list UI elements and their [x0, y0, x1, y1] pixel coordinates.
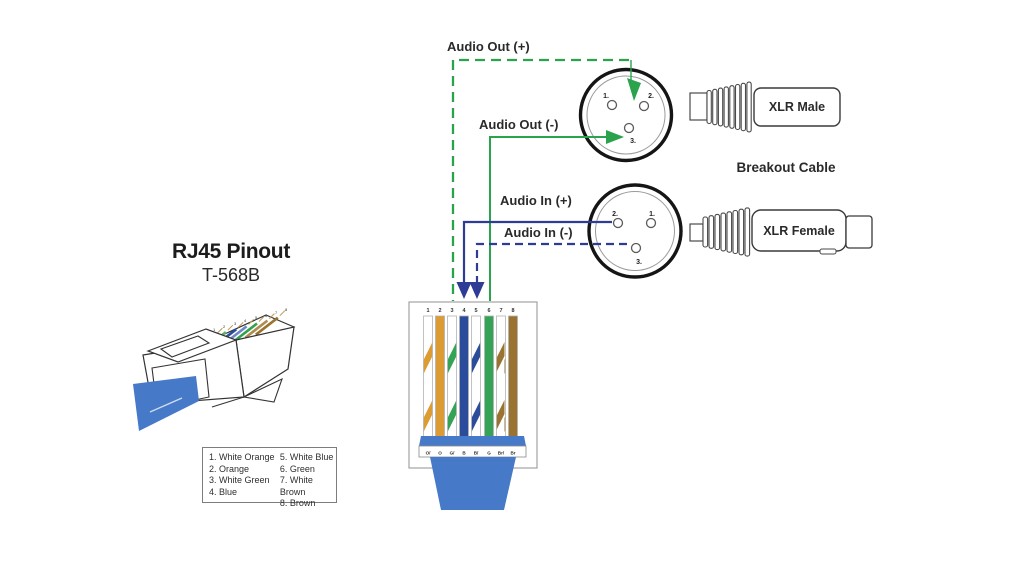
xlr-female-pin2: [612, 217, 624, 229]
xlr-female-nose: [845, 215, 873, 249]
legend-item: 1. White Orange: [209, 452, 275, 462]
plug-number-6: 6: [487, 308, 490, 314]
legend-item: 2. Orange: [209, 463, 250, 474]
abbrev-2: O: [438, 451, 442, 456]
page-title: RJ45 Pinout: [171, 240, 291, 263]
xlr-male-inner-ring: [586, 75, 666, 155]
legend-column-right: 5. White Blue 6. Green 7. White Brown 8.…: [279, 452, 334, 508]
plug-crimp-band: [419, 436, 526, 446]
svg-text:8: 8: [285, 307, 288, 312]
wire-1-white-orange: [423, 315, 433, 438]
legend-item: 3. White Green: [209, 475, 270, 486]
plug-number-4: 4: [462, 308, 466, 314]
legend-column-left: 1. White Orange 2. Orange 3. White Green…: [209, 452, 280, 502]
xlr-female-pin1-label: 1.: [649, 211, 655, 218]
xlr-male-face: 1. 2. 3.: [578, 67, 674, 163]
legend-item: 6. Green: [279, 463, 315, 474]
audio-out-minus-line: [489, 136, 608, 301]
svg-text:5: 5: [255, 315, 258, 320]
legend-item: 7. White Brown: [279, 475, 313, 497]
audio-in-minus-wire: [469, 242, 627, 299]
xlr-male-connector-drawing: [689, 81, 841, 133]
plug-number-1: 1: [426, 308, 429, 314]
abbrev-3: G/: [450, 451, 456, 456]
xlr-male-pin1: [606, 99, 618, 111]
abbrev-5: B/: [474, 451, 479, 456]
abbrev-4: B: [462, 451, 466, 456]
xlr-female-connector-drawing: [689, 207, 873, 257]
abbrev-6: G: [487, 451, 491, 456]
plug-number-2: 2: [438, 308, 441, 314]
legend-box: 1. White Orange 2. Orange 3. White Green…: [202, 447, 337, 508]
wire-2-orange: [435, 315, 445, 438]
xlr-male-label: XLR Male: [768, 100, 826, 114]
abbrev-7: Br/: [498, 451, 505, 456]
svg-text:7: 7: [275, 310, 278, 315]
title-block: RJ45 Pinout T-568B: [148, 240, 314, 286]
audio-in-minus-line: [475, 242, 627, 282]
audio-in-plus-line: [462, 220, 612, 282]
audio-in-plus-label: Audio In (+): [500, 193, 572, 208]
xlr-female-pin3: [630, 242, 642, 254]
xlr-male-body: [753, 87, 841, 127]
audio-out-plus-line: [451, 58, 629, 301]
svg-text:3: 3: [234, 321, 237, 326]
xlr-male-cable-stub: [689, 92, 708, 121]
plug-cable-boot: [430, 457, 516, 510]
plug-number-3: 3: [450, 308, 453, 314]
audio-out-plus-arrowhead: [627, 78, 641, 101]
wire-3-white-green: [447, 315, 457, 438]
xlr-female-inner-ring: [595, 191, 675, 271]
abbrev-8: Br: [510, 451, 515, 456]
rj45-plug-diagram: 1 2 3 4 5 6 7 8 O/ O G/ B B/ G Br/ Br: [408, 301, 538, 510]
xlr-female-pin3-label: 3.: [636, 259, 642, 266]
audio-out-minus-wire: [489, 130, 624, 301]
wire-7-white-brown: [496, 315, 506, 438]
breakout-cable-label: Breakout Cable: [736, 160, 836, 175]
xlr-male-pin2-label: 2.: [648, 93, 654, 100]
wire-8-brown: [508, 315, 518, 438]
svg-text:6: 6: [265, 313, 268, 318]
blue-cable: [133, 376, 199, 431]
plug-number-7: 7: [499, 308, 502, 314]
xlr-female-pin2-label: 2.: [612, 211, 618, 218]
xlr-male-pin2: [638, 100, 650, 112]
legend-item: 5. White Blue: [279, 452, 334, 462]
xlr-male-pin3-label: 3.: [630, 138, 636, 145]
audio-out-minus-label: Audio Out (-): [479, 117, 559, 132]
audio-in-plus-wire: [456, 220, 612, 299]
audio-in-plus-arrowhead: [456, 282, 472, 299]
xlr-male-pin1-label: 1.: [603, 93, 609, 100]
page-subtitle: T-568B: [201, 265, 261, 285]
xlr-female-outer-ring: [587, 183, 683, 279]
audio-out-plus-label: Audio Out (+): [447, 39, 530, 54]
rj45-3d-connector: 1 2 3 4 5 6 7 8: [133, 307, 296, 431]
svg-text:4: 4: [244, 318, 247, 323]
plug-number-8: 8: [511, 308, 514, 314]
legend-item: 4. Blue: [209, 486, 238, 497]
xlr-female-tab: [819, 248, 837, 255]
audio-out-plus-wire: [451, 58, 641, 301]
xlr-female-cable-stub: [689, 223, 704, 242]
abbrev-1: O/: [426, 451, 432, 456]
xlr-female-pin1: [645, 217, 657, 229]
audio-in-minus-label: Audio In (-): [504, 225, 573, 240]
xlr-female-face: 2. 1. 3.: [587, 183, 683, 279]
svg-text:1: 1: [213, 327, 216, 332]
connector-latch: [242, 377, 283, 403]
legend-item: 8. Brown: [279, 498, 316, 509]
xlr-female-label: XLR Female: [763, 224, 835, 238]
plug-number-5: 5: [474, 308, 477, 314]
connector-latch-window: [159, 335, 211, 358]
wire-4-blue: [459, 315, 469, 438]
audio-in-minus-arrowhead: [469, 282, 485, 299]
wire-6-green: [484, 315, 494, 438]
xlr-male-outer-ring: [578, 67, 674, 163]
xlr-male-pin3: [623, 122, 635, 134]
wire-5-white-blue: [471, 315, 481, 438]
svg-text:2: 2: [223, 324, 226, 329]
audio-out-minus-arrowhead: [606, 130, 624, 144]
